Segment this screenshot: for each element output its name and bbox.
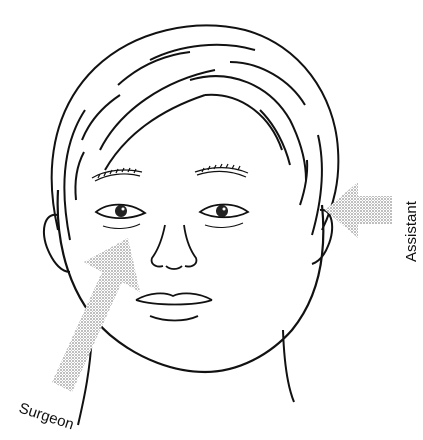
nose — [152, 225, 197, 269]
mouth — [136, 293, 212, 320]
assistant-label: Assistant — [403, 200, 420, 262]
surgeon-label: Surgeon — [17, 400, 76, 434]
hair — [52, 26, 339, 240]
neck — [78, 330, 294, 425]
right-eye — [200, 205, 248, 228]
left-eye — [96, 205, 145, 229]
eyebrows — [92, 164, 248, 181]
